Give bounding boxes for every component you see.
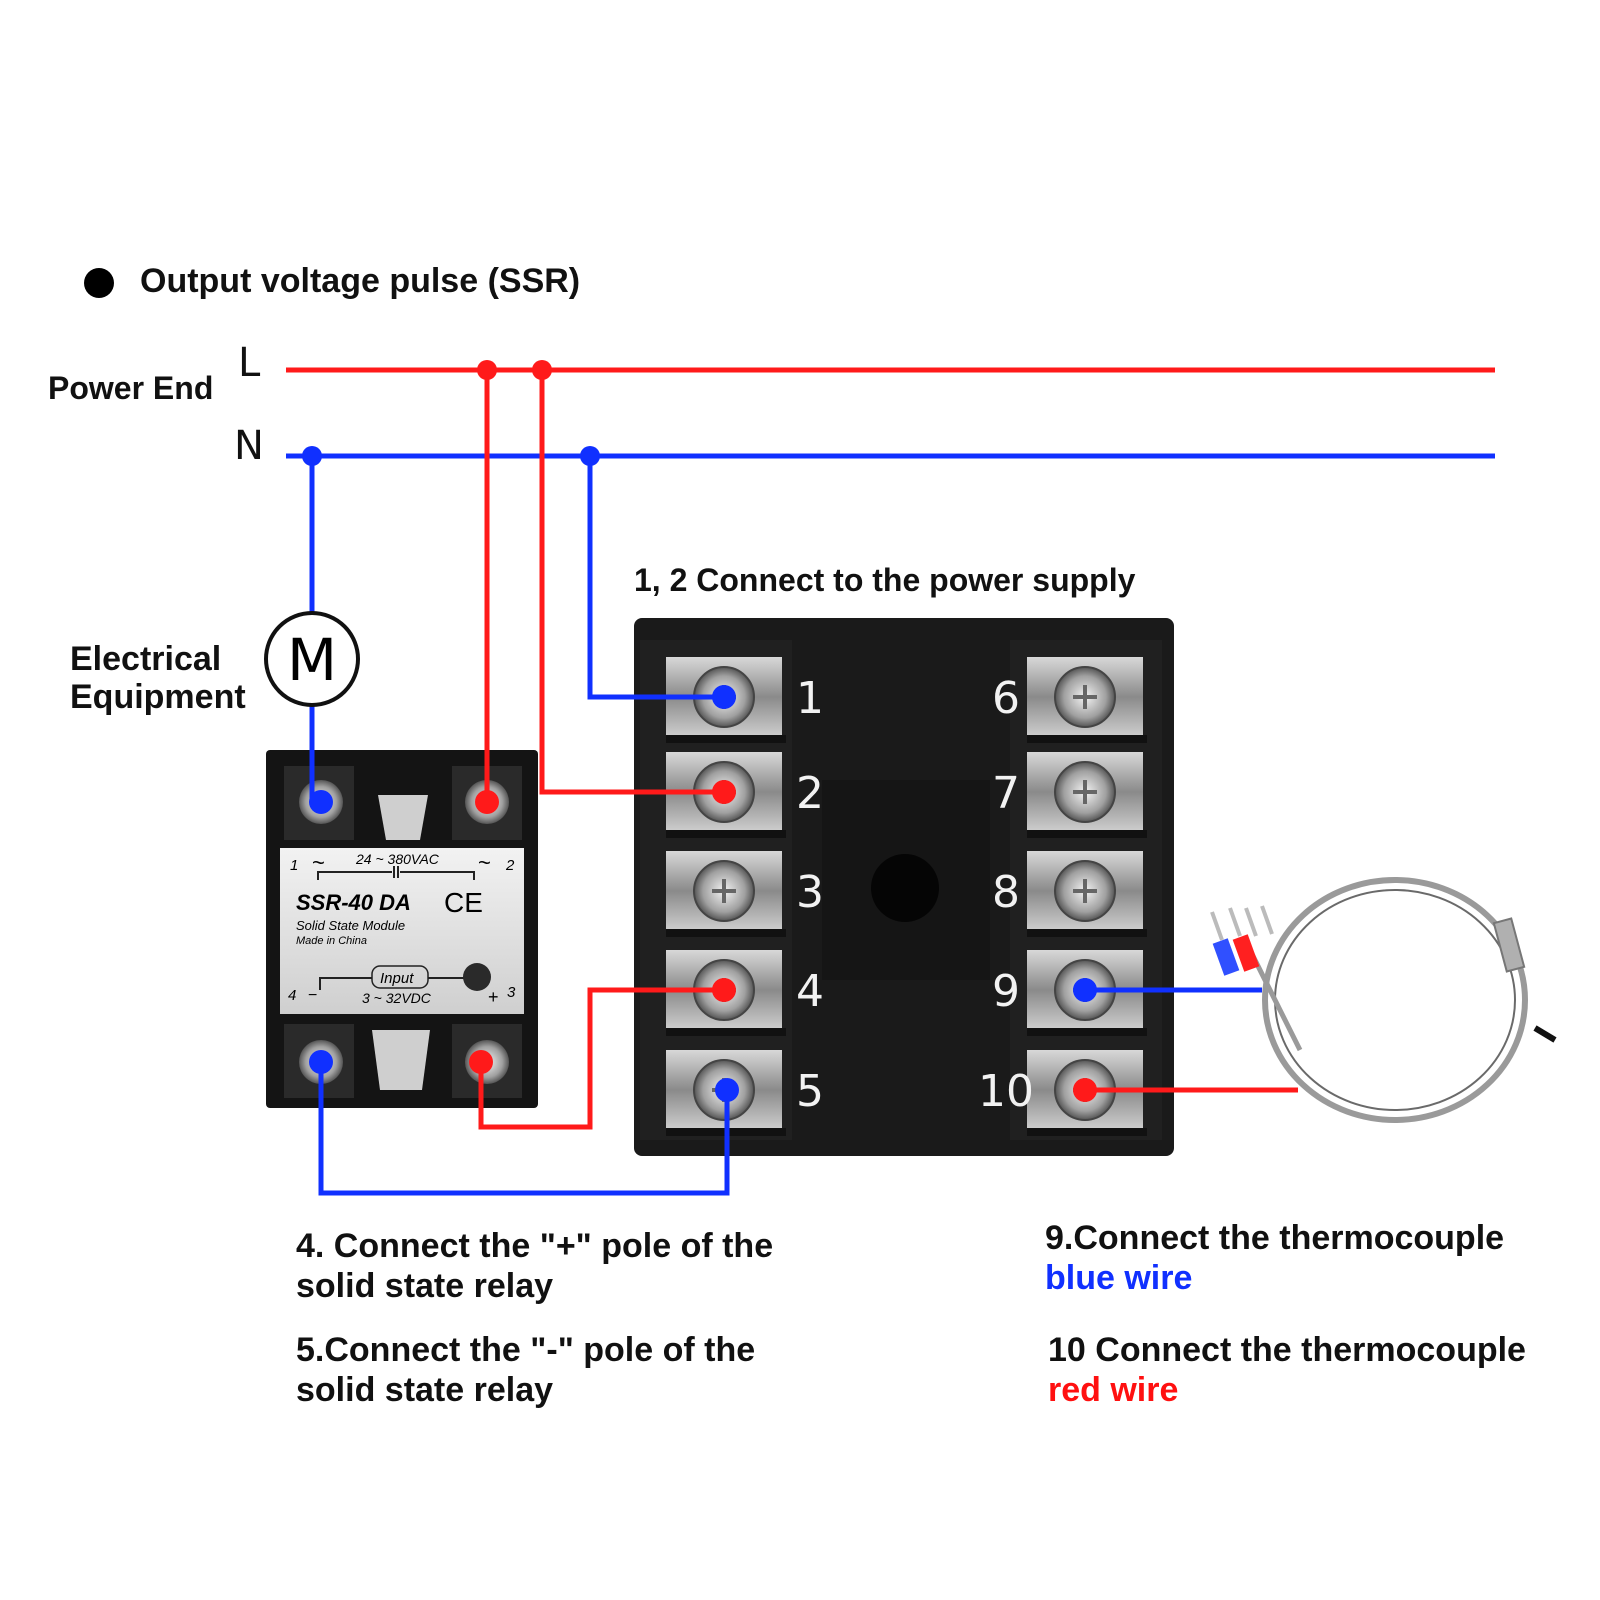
neutral-line-label: N: [234, 423, 264, 469]
ssr-terminal-1: 1: [290, 857, 298, 874]
terminal-number-left: 1: [796, 673, 824, 724]
thermo-red-suffix: red wire: [1048, 1371, 1179, 1409]
thermocouple-probe: [1210, 877, 1557, 1123]
ssr-terminal-4: 4: [288, 987, 296, 1004]
ssr-led-indicator: [463, 963, 491, 991]
ssr-terminal-2: 2: [505, 857, 515, 874]
motor-symbol: M: [264, 611, 360, 707]
ssr-model: SSR-40 DA: [296, 890, 411, 915]
terminal-number-left: 5: [796, 1066, 824, 1117]
live-line-label: L: [238, 340, 261, 386]
terminal-number-right: 8: [992, 867, 1020, 918]
ssr-minus: −: [308, 987, 317, 1004]
terminal-right-8: [1027, 851, 1147, 937]
plus-pole-note: 4. Connect the "+" pole of the solid sta…: [296, 1227, 774, 1305]
supply-note: 1, 2 Connect to the power supply: [634, 562, 1136, 598]
legend-bullet-icon: [84, 268, 114, 298]
wire-neutral-terminal1: [587, 456, 724, 700]
ssr-ce-mark: CE: [444, 887, 483, 918]
wire-ssr-minus-terminal5: [318, 1062, 730, 1196]
terminal-number-right: 6: [992, 673, 1020, 724]
terminal-left-3: [666, 851, 786, 937]
ssr-ac-symbol-left: ~: [312, 850, 325, 875]
ssr-dc-range: 3 ~ 32VDC: [362, 990, 432, 1006]
thermo-red-prefix: 10 Connect the thermocouple: [1048, 1331, 1526, 1369]
thermo-blue-note: 9.Connect the thermocouple blue wire: [1045, 1218, 1600, 1298]
wire-live-terminal2: [539, 370, 724, 795]
power-end-label: Power End: [48, 370, 214, 406]
ssr-subtitle: Solid State Module: [296, 918, 405, 933]
minus-pole-note: 5.Connect the "-" pole of the solid stat…: [296, 1331, 756, 1409]
controller-socket: [634, 618, 1174, 1156]
ssr-ac-range: 24 ~ 380VAC: [355, 851, 440, 867]
motor-letter: M: [287, 626, 337, 694]
thermo-blue-suffix: blue wire: [1045, 1259, 1193, 1297]
ssr-input-label: Input: [380, 970, 414, 987]
terminal-number-right: 9: [992, 966, 1020, 1017]
ssr-plus: +: [488, 987, 499, 1007]
terminal-number-left: 4: [796, 966, 824, 1017]
ssr-ac-symbol-right: ~: [478, 850, 491, 875]
thermo-red-note: 10 Connect the thermocouple red wire: [1048, 1330, 1600, 1410]
terminal-number-left: 2: [796, 768, 824, 819]
center-hole: [871, 854, 939, 922]
ssr-terminal-3: 3: [507, 984, 516, 1001]
electrical-equipment-label: Electrical Equipment: [70, 640, 246, 716]
wire-ssr-plus-terminal4: [478, 987, 724, 1130]
terminal-right-7: [1027, 752, 1147, 838]
solid-state-relay: 1 ~ 24 ~ 380VAC ~ 2 SSR-40 DA CE Solid S…: [266, 750, 538, 1108]
terminal-right-6: [1027, 657, 1147, 743]
legend-text: Output voltage pulse (SSR): [140, 262, 581, 300]
thermo-blue-prefix: 9.Connect the thermocouple: [1045, 1219, 1505, 1257]
terminal-number-right: 10: [978, 1066, 1034, 1117]
junction-dots: [302, 360, 1097, 1102]
terminal-number-right: 7: [992, 768, 1020, 819]
ssr-origin: Made in China: [296, 935, 367, 947]
terminal-number-left: 3: [796, 867, 824, 918]
